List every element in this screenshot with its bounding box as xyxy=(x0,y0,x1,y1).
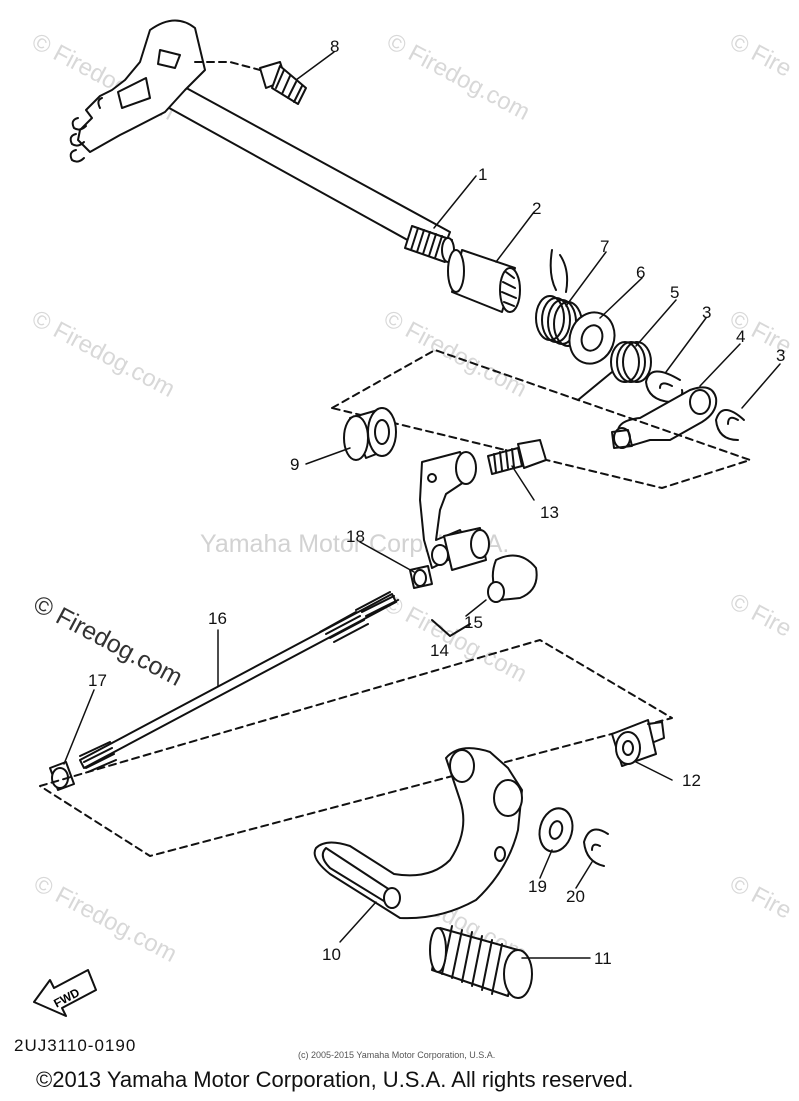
bolt-part-13 xyxy=(487,439,547,475)
washer-part-6 xyxy=(568,311,616,365)
copyright-footer: ©2013 Yamaha Motor Corporation, U.S.A. A… xyxy=(36,1067,634,1092)
spring-part-5 xyxy=(577,341,652,401)
rubber-boot-part-15 xyxy=(487,554,538,603)
callout-12: 12 xyxy=(682,771,701,790)
callout-3: 3 xyxy=(702,303,712,322)
callout-20: 20 xyxy=(566,887,585,906)
collar-part-2 xyxy=(447,249,521,313)
washer-part-19 xyxy=(538,807,574,853)
circlip-part-20 xyxy=(583,828,609,867)
callout-9: 9 xyxy=(290,455,300,474)
callout-2: 2 xyxy=(532,199,542,218)
callout-3: 3 xyxy=(776,346,786,365)
small-copyright: (c) 2005-2015 Yamaha Motor Corporation, … xyxy=(298,1050,496,1060)
circlip-part-3-right xyxy=(715,409,745,441)
callout-6: 6 xyxy=(636,263,646,282)
callout-14: 14 xyxy=(430,641,449,660)
diagram-code: 2UJ3110-0190 xyxy=(14,1036,137,1055)
nut-part-18 xyxy=(409,565,433,589)
callout-11: 11 xyxy=(594,949,612,968)
callout-10: 10 xyxy=(322,945,341,964)
nut-part-17 xyxy=(49,761,75,791)
shift-shaft-part-1 xyxy=(69,19,455,263)
inner-lever-part-14 xyxy=(419,451,490,571)
fwd-arrow-icon xyxy=(33,969,97,1017)
stud-bolt-part-8 xyxy=(259,61,307,105)
callout-7: 7 xyxy=(600,237,610,256)
bearing-part-9 xyxy=(343,407,397,461)
shift-pedal-part-10 xyxy=(313,747,523,920)
callout-5: 5 xyxy=(670,283,680,302)
callout-4: 4 xyxy=(736,327,746,346)
callout-18: 18 xyxy=(346,527,365,546)
callout-16: 16 xyxy=(208,609,227,628)
torsion-spring-part-7 xyxy=(535,249,583,347)
callout-17: 17 xyxy=(88,671,107,690)
callout-15: 15 xyxy=(464,613,483,632)
callout-13: 13 xyxy=(540,503,559,522)
leader-lines xyxy=(63,51,781,959)
rod-joint-part-12 xyxy=(611,719,665,767)
callout-1: 1 xyxy=(478,165,488,184)
shift-rod-part-16 xyxy=(79,591,399,773)
rubber-pedal-part-11 xyxy=(429,925,533,999)
callout-19: 19 xyxy=(528,877,547,896)
shift-arm-part-4 xyxy=(611,386,718,449)
callout-8: 8 xyxy=(330,37,340,56)
